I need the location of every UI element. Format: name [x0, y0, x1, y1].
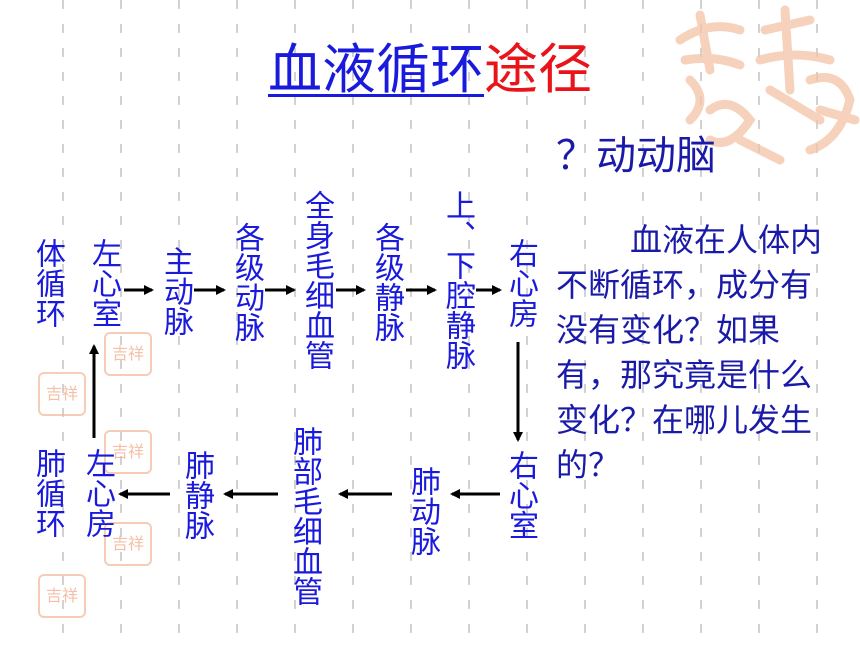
question-text: 血液在人体内不断循环，成分有没有变化？如果有，那究竟是什么变化？在哪儿发生的？ [556, 218, 831, 488]
subtitle: ？动动脑 [556, 133, 716, 179]
auspicious-seal-logo-icon [675, 5, 860, 165]
auspicious-seal-icon: 吉祥 [104, 522, 152, 566]
auspicious-seal-icon: 吉祥 [104, 332, 152, 376]
title-part1: 血液循环 [268, 38, 484, 101]
node-capillaries: 全身毛细血管 [299, 190, 334, 370]
node-lung-capillaries: 肺部毛细血管 [287, 426, 322, 606]
node-vena-cava: 上、下腔静脉 [440, 190, 475, 370]
auspicious-seal-icon: 吉祥 [104, 430, 152, 474]
node-left-ventricle: 左心室 [86, 238, 121, 328]
systemic-circulation-label: 体循环 [30, 238, 65, 328]
node-pulmonary-vein: 肺静脉 [179, 450, 214, 540]
node-veins: 各级静脉 [369, 222, 404, 342]
node-arteries: 各级动脉 [229, 222, 264, 342]
node-left-atrium: 左心房 [80, 448, 115, 538]
node-pulmonary-artery: 肺动脉 [405, 466, 440, 556]
question-lead: 血液在人体内不断循环，成分有没有变化？如果有，那究竟是什么变化？在哪儿发生的？ [556, 221, 823, 484]
node-aorta: 主动脉 [158, 246, 193, 336]
title-part2: 途径 [484, 38, 592, 101]
node-right-atrium: 右心房 [503, 238, 538, 328]
auspicious-seal-icon: 吉祥 [38, 372, 86, 416]
page-title: 血液循环途径 [0, 38, 860, 102]
node-right-ventricle: 右心室 [503, 450, 538, 540]
auspicious-seal-icon: 吉祥 [38, 574, 86, 618]
pulmonary-circulation-label: 肺循环 [30, 448, 65, 538]
